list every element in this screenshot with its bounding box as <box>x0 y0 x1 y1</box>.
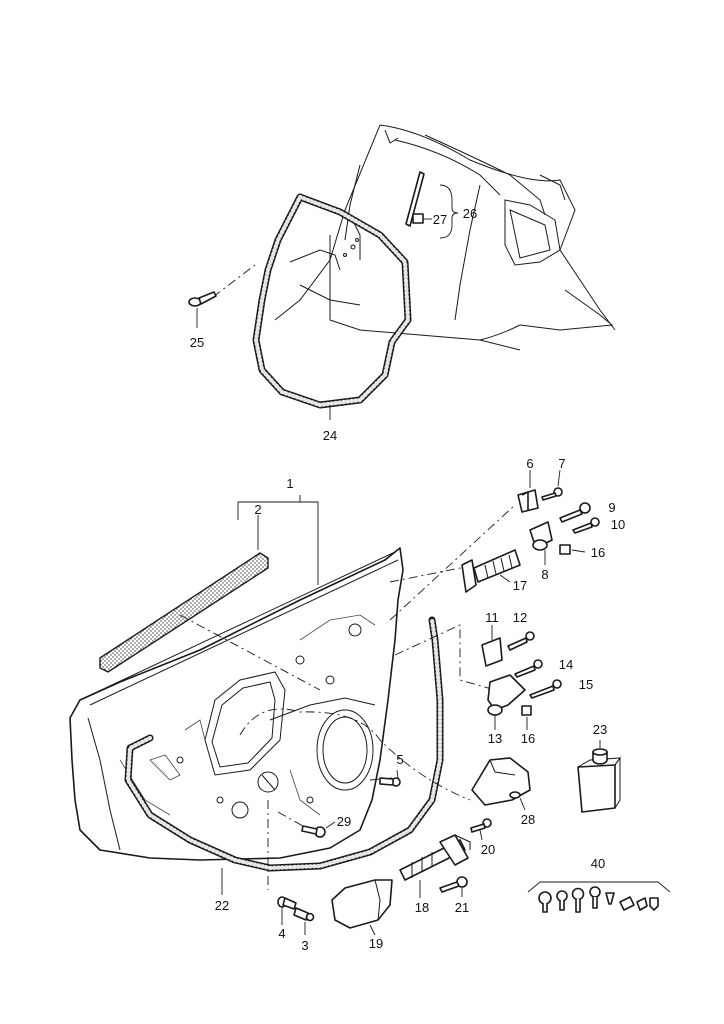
callout-13: 13 <box>488 731 502 746</box>
bolt-9-icon <box>559 502 591 523</box>
container-23-icon <box>577 748 622 813</box>
callout-20: 20 <box>481 842 495 857</box>
callout-14: 14 <box>559 657 573 672</box>
hinge-lower-11-icon <box>481 637 503 667</box>
bolt-14-icon <box>514 659 543 678</box>
screw-25-icon <box>188 291 217 307</box>
callout-19: 19 <box>369 936 383 951</box>
dash-29 <box>277 811 311 831</box>
rod-26-icon <box>405 171 425 227</box>
callout-8: 8 <box>541 567 548 582</box>
fastener-set-40-icon <box>538 886 659 913</box>
callout-15: 15 <box>579 677 593 692</box>
callout-18: 18 <box>415 900 429 915</box>
callout-17: 17 <box>513 578 527 593</box>
hinge-lower-13-icon <box>487 674 526 716</box>
callout-1: 1 <box>286 476 293 491</box>
cap-16-lower-icon <box>521 705 532 716</box>
leader-29 <box>325 821 336 829</box>
dash-hinge-upper <box>389 504 516 621</box>
clip-27-icon <box>412 213 424 224</box>
callout-28: 28 <box>521 812 535 827</box>
leader-16a <box>571 549 586 553</box>
bolt-12-icon <box>507 631 535 651</box>
callout-6: 6 <box>526 456 533 471</box>
dash-strip <box>179 614 321 691</box>
dash-28 <box>239 708 471 801</box>
leader-28 <box>519 797 526 811</box>
door-shell-1 <box>69 547 404 861</box>
bracket-40 <box>527 881 671 893</box>
bolt-15-icon <box>529 679 562 699</box>
callout-12: 12 <box>513 610 527 625</box>
leader-19 <box>369 924 376 936</box>
dash-17 <box>389 565 471 583</box>
dash-5 <box>369 777 393 781</box>
window-strip-2 <box>99 552 269 673</box>
callout-40: 40 <box>591 856 605 871</box>
callout-4: 4 <box>278 926 285 941</box>
callout-21: 21 <box>455 900 469 915</box>
callout-23: 23 <box>593 722 607 737</box>
callout-16a: 16 <box>591 545 605 560</box>
dash-hinge-lower <box>394 624 496 691</box>
leader-7 <box>557 469 561 487</box>
bolt-4-icon <box>277 896 297 910</box>
handle-19-icon <box>331 879 393 929</box>
callout-3: 3 <box>301 938 308 953</box>
screw-5-icon <box>379 777 401 787</box>
leader-20 <box>479 829 483 841</box>
callout-2: 2 <box>254 502 261 517</box>
rail-18-icon <box>399 834 471 881</box>
bolt-7-icon <box>541 487 563 501</box>
leader-5 <box>396 769 399 779</box>
screw-29-icon <box>301 825 326 838</box>
callout-10: 10 <box>611 517 625 532</box>
callout-9: 9 <box>608 500 615 515</box>
callout-27: 27 <box>433 212 447 227</box>
callout-25: 25 <box>190 335 204 350</box>
door-stop-17-icon <box>461 549 521 593</box>
callout-22: 22 <box>215 898 229 913</box>
door-seal-22 <box>124 616 444 872</box>
callout-7: 7 <box>558 456 565 471</box>
callout-24: 24 <box>323 428 337 443</box>
callout-5: 5 <box>396 752 403 767</box>
callout-26: 26 <box>463 206 477 221</box>
screw-3-icon <box>293 907 315 922</box>
cap-16-upper-icon <box>559 544 571 555</box>
door-opening-seal-24 <box>252 193 412 409</box>
bracket-28-icon <box>471 757 531 806</box>
hinge-upper-8-icon <box>529 521 553 551</box>
screw-20-icon <box>470 818 492 833</box>
leader-17 <box>499 574 511 583</box>
bracket-1 <box>237 495 319 585</box>
fastener-dash-line <box>212 264 256 298</box>
screw-21-icon <box>439 876 468 893</box>
callout-16b: 16 <box>521 731 535 746</box>
bolt-10-icon <box>572 517 600 534</box>
callout-29: 29 <box>337 814 351 829</box>
bracket-26 <box>439 184 459 239</box>
hinge-upper-6-icon <box>517 489 539 513</box>
callout-11: 11 <box>485 610 499 625</box>
